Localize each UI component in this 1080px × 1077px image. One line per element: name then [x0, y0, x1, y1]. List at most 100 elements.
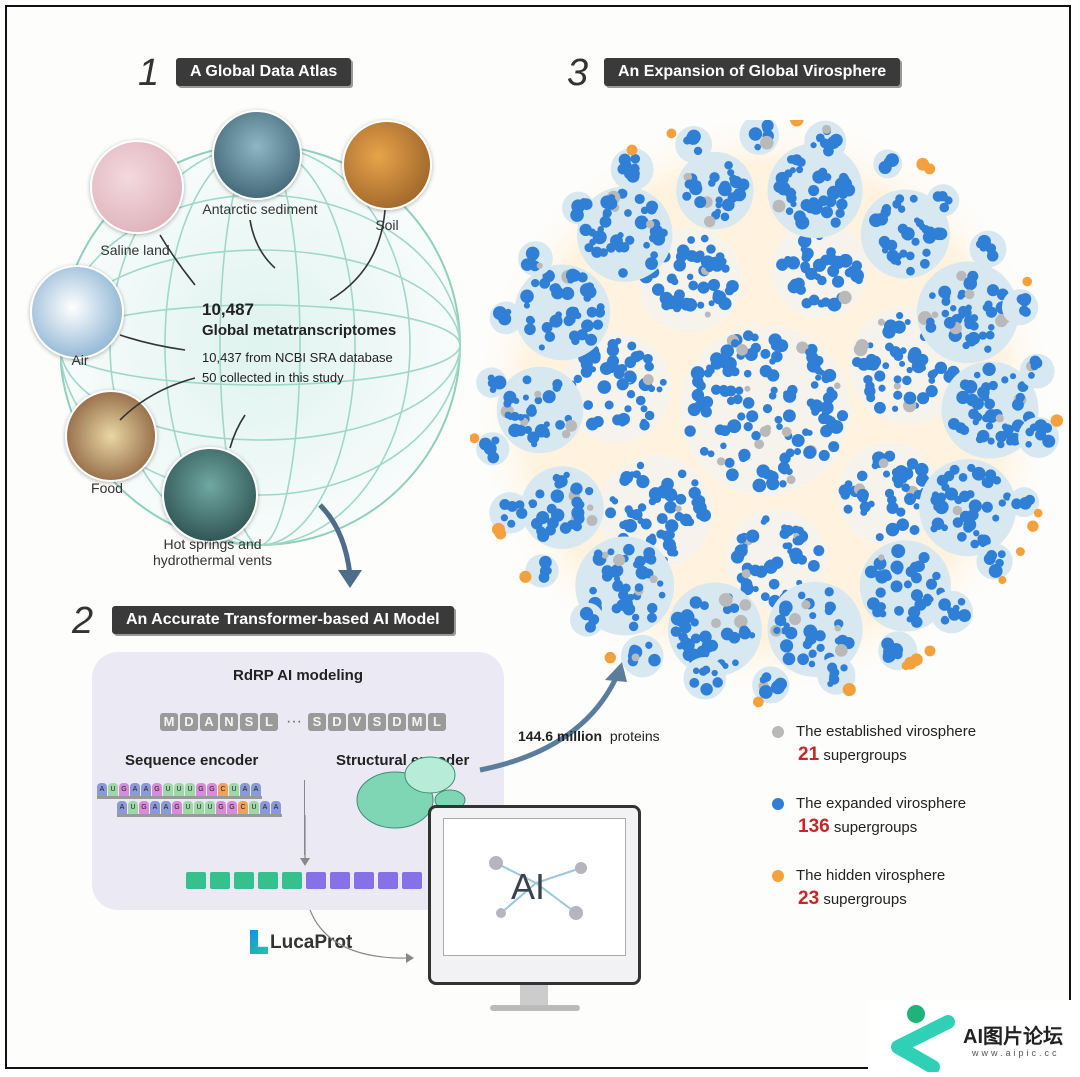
expanded-virus-dot	[873, 401, 886, 414]
expanded-virus-dot	[589, 238, 597, 246]
expanded-virus-dot	[970, 539, 980, 549]
established-virus-dot	[534, 390, 542, 398]
expanded-virus-dot	[963, 276, 978, 291]
expanded-virus-dot	[661, 477, 674, 491]
expanded-virus-dot	[918, 552, 930, 564]
expanded-virus-dot	[690, 489, 698, 498]
expanded-virus-dot	[890, 580, 903, 593]
expanded-virus-dot	[759, 364, 773, 378]
expanded-virus-dot	[1011, 498, 1022, 510]
amino-acid-residue: V	[347, 713, 366, 731]
expanded-virus-dot	[996, 440, 1005, 449]
expanded-virus-dot	[891, 544, 906, 559]
expanded-virus-dot	[796, 157, 806, 168]
embedding-block	[210, 872, 230, 889]
expanded-virus-dot	[500, 514, 509, 522]
expanded-virus-dot	[695, 250, 705, 260]
sequence-ellipsis: ···	[286, 713, 302, 730]
expanded-virus-dot	[508, 393, 516, 401]
expanded-virus-dot	[950, 305, 957, 312]
expanded-virus-dot	[700, 255, 715, 269]
expanded-virus-dot	[771, 350, 783, 363]
rna-base: G	[207, 783, 217, 796]
expanded-virus-dot	[826, 185, 841, 200]
expanded-virus-dot	[522, 375, 532, 385]
legend-unit: supergroups	[823, 747, 907, 764]
expanded-virus-dot	[815, 374, 822, 381]
expanded-virus-dot	[854, 275, 863, 285]
expanded-virus-dot	[630, 154, 641, 164]
monitor-stand	[520, 985, 548, 1007]
expanded-virus-dot	[656, 386, 663, 393]
hidden-virus-dot	[753, 696, 764, 708]
panel-title: RdRP AI modeling	[232, 667, 363, 684]
expanded-virus-dot	[932, 571, 941, 581]
embedding-block	[234, 872, 254, 889]
expanded-virus-dot	[814, 366, 823, 375]
expanded-virus-dot	[818, 449, 830, 461]
expanded-virus-dot	[514, 424, 527, 437]
established-virus-dot	[786, 475, 796, 485]
expanded-virus-dot	[732, 659, 739, 667]
expanded-virus-dot	[934, 500, 949, 515]
expanded-virus-dot	[885, 490, 893, 497]
established-virus-dot	[741, 569, 751, 579]
expanded-virus-dot	[864, 565, 878, 579]
expanded-virus-dot	[623, 543, 635, 556]
expanded-virus-dot	[906, 366, 913, 374]
expanded-virus-dot	[946, 607, 955, 615]
established-virus-dot	[781, 426, 792, 437]
globe-wireframe	[60, 144, 461, 546]
expanded-virus-dot	[965, 334, 974, 343]
established-virus-dot	[956, 270, 967, 282]
expanded-virus-dot	[788, 155, 798, 164]
expanded-virus-dot	[1025, 441, 1032, 448]
expanded-virus-dot	[683, 298, 698, 312]
expanded-virus-dot	[752, 585, 759, 593]
expanded-virus-dot	[944, 196, 953, 205]
established-virus-dot	[739, 599, 752, 611]
expanded-virus-dot	[976, 429, 990, 443]
expanded-virus-dot	[691, 498, 700, 507]
expanded-virus-dot	[597, 225, 604, 233]
expanded-virus-dot	[730, 339, 740, 348]
expanded-virus-dot	[624, 405, 632, 413]
expanded-virus-dot	[539, 277, 551, 289]
expanded-virus-dot	[785, 542, 793, 550]
rna-base: U	[205, 801, 215, 814]
expanded-virus-dot	[844, 480, 853, 489]
established-virus-dot	[834, 624, 842, 632]
expanded-virus-dot	[927, 370, 937, 380]
expanded-virus-dot	[736, 533, 747, 544]
expanded-virus-dot	[756, 464, 770, 478]
expanded-virus-dot	[542, 390, 556, 404]
expanded-virus-dot	[802, 247, 814, 260]
expanded-virus-dot	[659, 378, 667, 386]
food-photo	[65, 390, 157, 482]
established-virus-dot	[631, 653, 640, 662]
expanded-virus-dot	[776, 181, 791, 196]
expanded-virus-dot	[824, 587, 834, 597]
rna-base: G	[139, 801, 149, 814]
expanded-virus-dot	[881, 247, 889, 254]
hidden-virus-dot	[604, 651, 617, 664]
expanded-virus-dot	[770, 680, 785, 695]
expanded-virus-dot	[984, 345, 992, 353]
expanded-virus-dot	[973, 371, 981, 379]
expanded-virus-dot	[724, 457, 735, 468]
expanded-virus-dot	[809, 612, 817, 620]
expanded-virus-dot	[831, 255, 845, 270]
section-1-number: 1	[138, 52, 160, 94]
expanded-virus-dot	[885, 342, 894, 352]
expanded-virus-dot	[729, 603, 740, 614]
expanded-virus-dot	[860, 509, 868, 516]
expanded-virus-dot	[840, 664, 848, 672]
amino-acid-residue: S	[307, 713, 326, 731]
expanded-virus-dot	[774, 415, 783, 424]
expanded-virus-dot	[651, 283, 665, 296]
hot-springs-photo	[162, 447, 258, 543]
expanded-virus-dot	[626, 509, 635, 518]
expanded-virus-dot	[600, 195, 614, 209]
expanded-virus-dot	[842, 183, 856, 197]
expanded-virus-dot	[998, 499, 1006, 507]
